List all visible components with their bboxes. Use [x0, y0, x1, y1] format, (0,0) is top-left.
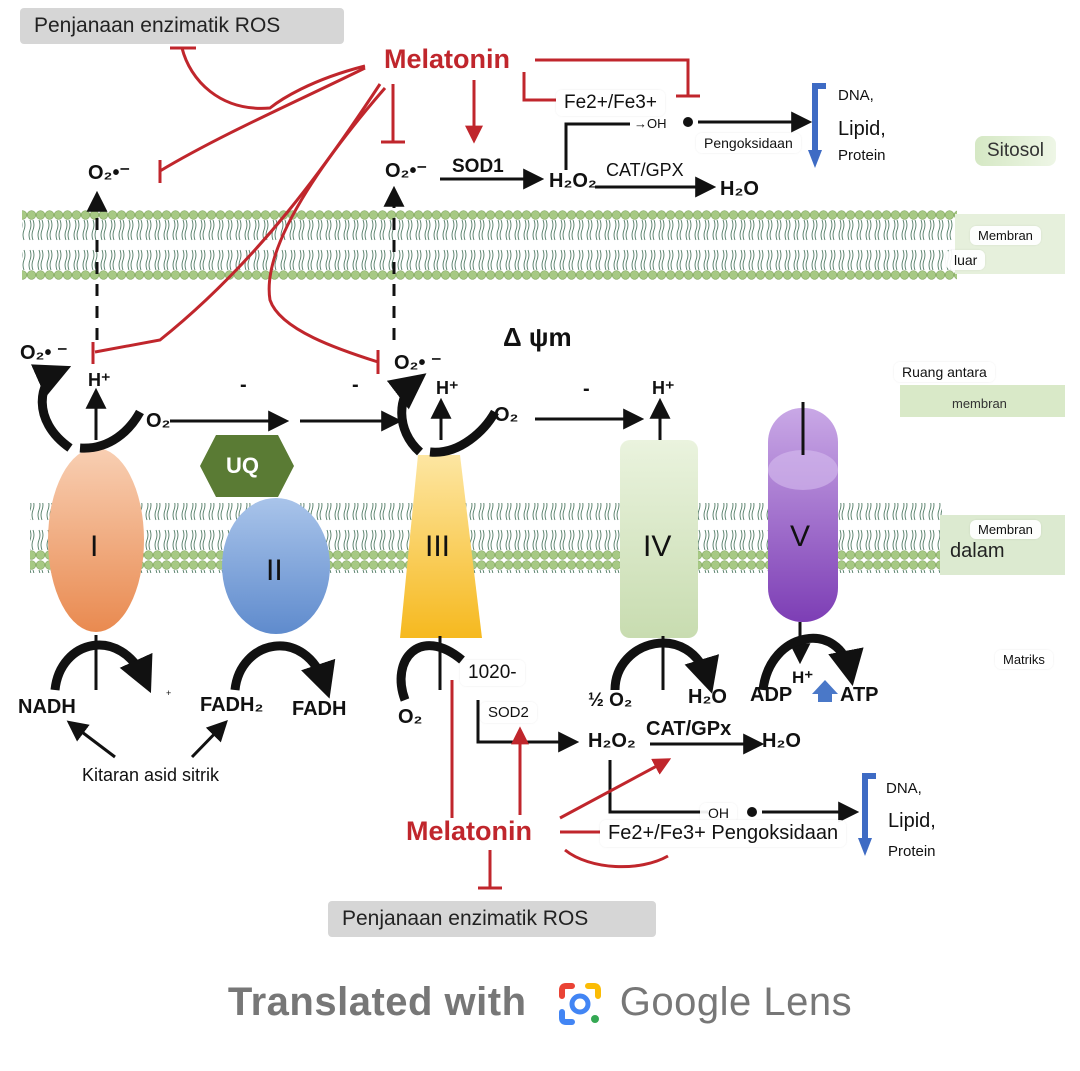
superoxide-mid-mid: O₂• ⁻ — [394, 352, 442, 374]
delta-psi-label: Δ ψm — [503, 322, 572, 352]
fe-top-label: Fe2+/Fe3+ — [556, 90, 665, 116]
oxygen-c3: O₂ — [494, 404, 519, 426]
superoxide-mid-top: O₂•⁻ — [385, 160, 428, 182]
h2o-bottom: H₂O — [762, 730, 801, 752]
ruang-label-2: membran — [952, 396, 1007, 411]
complex-4-label: IV — [643, 530, 672, 563]
melatonin-bottom: Melatonin — [406, 816, 532, 846]
melatonin-top: Melatonin — [384, 44, 510, 74]
oh-bottom-label: OH — [700, 803, 737, 823]
electron-1: - — [240, 374, 247, 396]
electron-2: - — [352, 374, 359, 396]
complex-2-shape — [222, 498, 330, 634]
google-lens-logo-icon — [559, 983, 601, 1025]
proton-1: H⁺ — [88, 370, 111, 390]
ros-bottom-label: Penjanaan enzimatik ROS — [328, 901, 656, 937]
footer-prefix: Translated with — [227, 980, 527, 1024]
sod1-label: SOD1 — [452, 156, 504, 177]
superoxide-left-top: O₂•⁻ — [88, 162, 131, 184]
footer-brand: Google Lens — [619, 980, 853, 1024]
membran-dalam-label-1: Membran — [970, 520, 1041, 539]
complex-1-shape — [48, 448, 144, 632]
complex-2-label: II — [266, 554, 283, 587]
ros-top-label: Penjanaan enzimatik ROS — [20, 8, 344, 44]
h2o2-top: H₂O₂ — [549, 170, 597, 192]
superoxide-left-mid: O₂• ⁻ — [20, 342, 68, 364]
oxygen-bottom: O₂ — [398, 706, 423, 728]
oxygen-c1: O₂ — [146, 410, 171, 432]
h2o2-bottom: H₂O₂ — [588, 730, 636, 752]
uq-shape — [200, 435, 294, 497]
fadh-label: FADH — [292, 698, 347, 720]
oh-top-label: →OH — [634, 116, 667, 131]
proton-5: H⁺ — [792, 668, 814, 687]
citric-acid-cycle-label: Kitaran asid sitrik — [82, 765, 220, 785]
h2o-c4: H₂O — [688, 686, 727, 708]
pengoksidaan-top: Pengoksidaan — [696, 133, 801, 153]
proton-3: H⁺ — [436, 378, 459, 398]
sitosol-label: Sitosol — [975, 136, 1057, 166]
plus-label: + — [166, 688, 172, 698]
protein-bottom: Protein — [888, 843, 936, 860]
complex-1-label: I — [90, 530, 99, 563]
fadh2-label: FADH₂ — [200, 694, 264, 716]
membran-luar-label-2: luar — [946, 250, 986, 270]
adp-label: ADP — [750, 684, 793, 706]
nadh-label: NADH — [18, 696, 76, 718]
uq-label: UQ — [226, 453, 259, 478]
cat-gpx-top: CAT/GPX — [606, 160, 684, 180]
h2o-top: H₂O — [720, 178, 759, 200]
dna-bottom: DNA, — [886, 780, 922, 797]
complex-5-label: V — [790, 520, 811, 553]
protein-top: Protein — [838, 147, 886, 164]
lipid-bottom: Lipid, — [888, 810, 936, 832]
complex-3-label: III — [425, 530, 451, 563]
fe-bottom-label: Fe2+/Fe3+ Pengoksidaan — [600, 820, 847, 847]
dna-top: DNA, — [838, 87, 874, 104]
atp-label: ATP — [840, 684, 879, 706]
cat-gpx-bottom: CAT/GPx — [646, 718, 732, 740]
footer-translated: Translated with Google Lens — [0, 980, 1080, 1025]
membran-dalam-label-2: dalam — [950, 540, 1005, 562]
ruang-label-1: Ruang antara — [894, 362, 995, 382]
half-oxygen: ½ O₂ — [588, 690, 633, 711]
complex-3-shape — [400, 455, 482, 638]
membran-luar-label-1: Membran — [970, 226, 1041, 245]
proton-4: H⁺ — [652, 378, 675, 398]
lipid-top: Lipid, — [838, 118, 886, 140]
matriks-label: Matriks — [995, 650, 1053, 669]
electron-3: - — [583, 378, 590, 400]
complex-4-shape — [620, 440, 698, 638]
code-1020-label: 1020- — [460, 660, 525, 686]
outer-membrane — [22, 210, 957, 280]
sod2-label: SOD2 — [480, 702, 537, 723]
